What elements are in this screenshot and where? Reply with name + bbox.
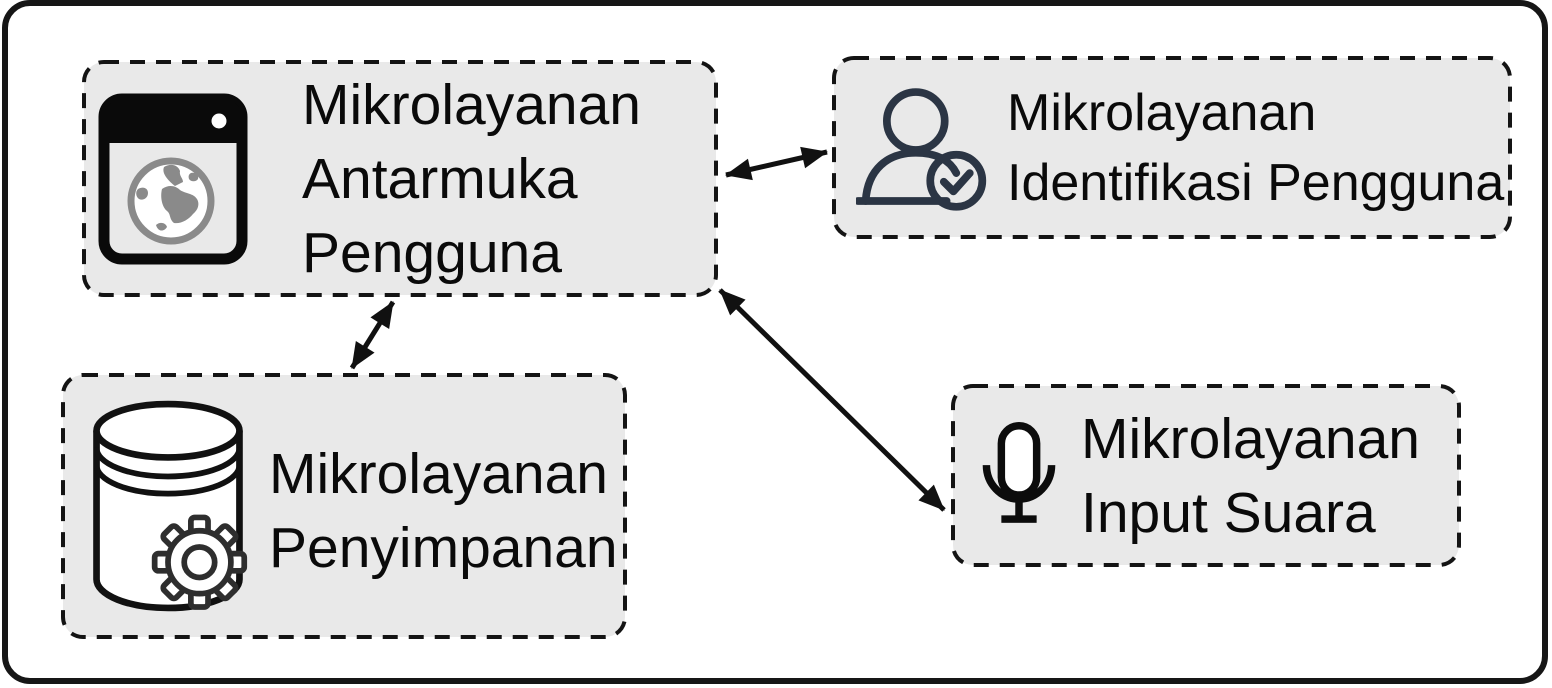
node-label-penyimpanan: Mikrolayanan Penyimpanan [269,437,618,585]
node-label-antarmuka-pengguna: Mikrolayanan Antarmuka Pengguna [302,68,641,290]
label-line: Identifikasi Pengguna [1007,153,1505,212]
label-line: Mikrolayanan [269,442,608,506]
label-line: Mikrolayanan [1081,406,1420,471]
label-line: Pengguna [302,220,562,285]
label-line: Antarmuka [302,146,578,211]
node-antarmuka-pengguna: Mikrolayanan Antarmuka Pengguna [84,62,716,295]
microphone-icon [981,405,1057,547]
browser-globe-icon [98,93,248,265]
node-box-input-suara [951,384,1461,567]
label-line: Input Suara [1081,480,1376,545]
node-label-input-suara: Mikrolayanan Input Suara [1081,402,1420,550]
label-line: Penyimpanan [269,516,618,580]
user-check-icon [854,79,991,217]
node-box-identifikasi-pengguna [832,56,1512,239]
node-identifikasi-pengguna: Mikrolayanan Identifikasi Pengguna [834,58,1510,237]
edge-antarmuka-inputsuara-arrow [718,288,946,512]
edge-antarmuka-identifikasi-arrow [725,146,828,181]
label-line: Mikrolayanan [302,72,641,137]
database-gear-icon [87,392,249,620]
node-input-suara: Mikrolayanan Input Suara [953,386,1459,565]
label-line: Mikrolayanan [1007,83,1317,142]
node-penyimpanan: Mikrolayanan Penyimpanan [63,375,625,637]
edge-antarmuka-penyimpanan-arrow [349,300,396,370]
node-label-identifikasi-pengguna: Mikrolayanan Identifikasi Pengguna [1007,78,1504,218]
